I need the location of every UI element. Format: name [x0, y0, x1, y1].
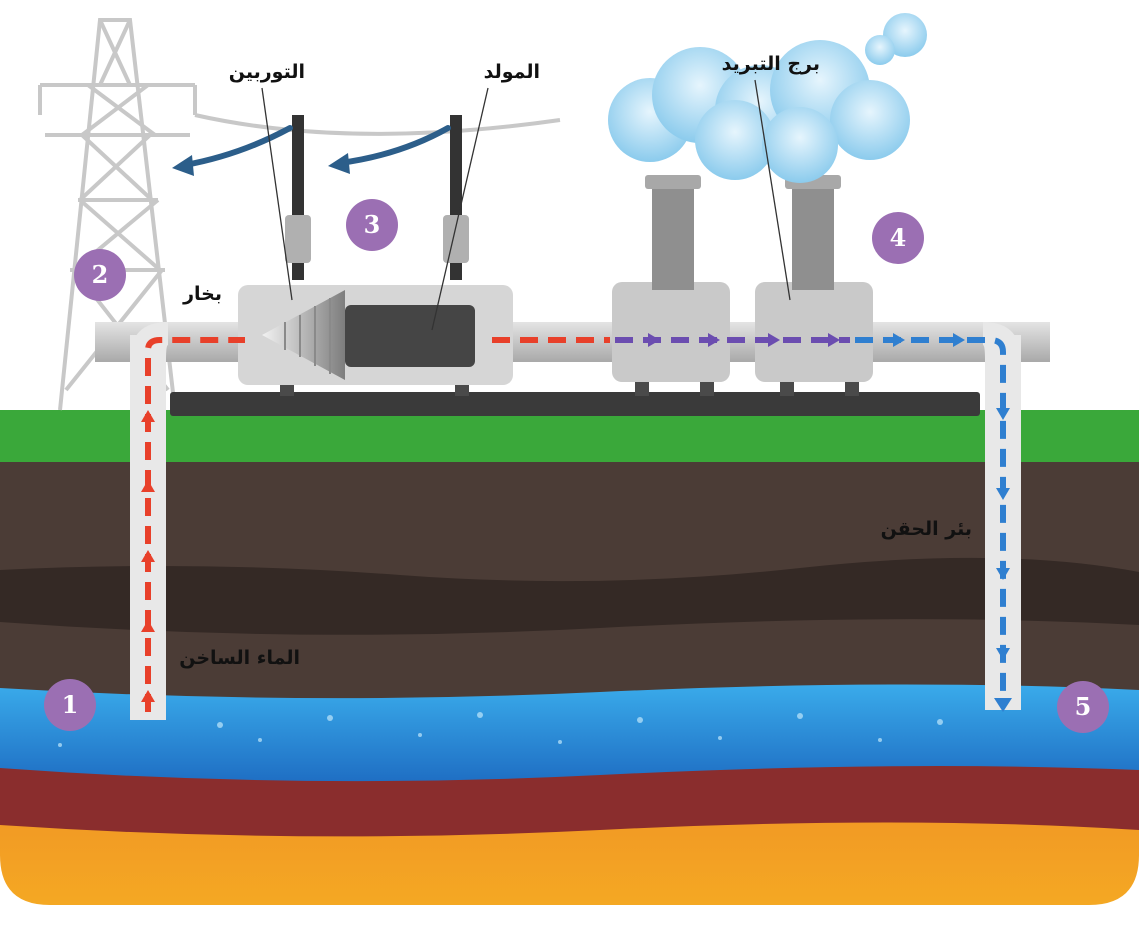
- generator-label: المولد: [484, 61, 540, 83]
- chimney-1: [652, 180, 694, 290]
- plant-platform: [170, 392, 980, 416]
- soil-layer: [0, 450, 1139, 699]
- steam-cloud: [608, 13, 927, 183]
- injection-well-label: بئر الحقن: [881, 518, 972, 540]
- platform-legs: [280, 378, 859, 396]
- hot-flow-arrowheads: [141, 410, 155, 702]
- hot-water-reservoir: [0, 673, 1139, 782]
- turbine: [262, 290, 345, 380]
- step-badge-2: 2: [74, 249, 126, 301]
- chimney-2: [792, 180, 834, 290]
- cooling-towers: [612, 175, 873, 382]
- cooled-flow-arrowheads: [648, 333, 840, 347]
- cooling-unit-2: [755, 282, 873, 382]
- hot-water-label: الماء الساخن: [179, 647, 300, 669]
- power-flow-arrows: [182, 125, 451, 168]
- generator: [345, 305, 475, 367]
- svg-text:4: 4: [890, 223, 907, 252]
- svg-text:1: 1: [62, 690, 79, 719]
- power-arrowheads: [172, 153, 350, 176]
- steam-label: بخار: [182, 283, 222, 305]
- ground-layers: [0, 410, 1139, 905]
- turbine-blades: [284, 298, 331, 374]
- water-bubbles: [58, 712, 943, 747]
- turbine-label: التوربين: [229, 61, 305, 83]
- svg-text:3: 3: [364, 210, 381, 239]
- cooling-tower-label: برج التبريد: [722, 53, 820, 75]
- hot-flow-up: [145, 337, 245, 712]
- svg-text:2: 2: [92, 260, 109, 289]
- cold-flow: [855, 337, 1006, 705]
- step-badge-4: 4: [872, 212, 924, 264]
- soil-dark-band: [0, 557, 1139, 635]
- cooling-unit-1: [612, 282, 730, 382]
- step-badge-3: 3: [346, 199, 398, 251]
- turbine-generator-unit: [238, 115, 513, 385]
- step-badge-1: 1: [44, 679, 96, 731]
- svg-text:5: 5: [1075, 692, 1092, 721]
- grass-strip: [0, 410, 1139, 462]
- step-badge-5: 5: [1057, 681, 1109, 733]
- leader-lines: [261, 79, 791, 331]
- cold-flow-arrowheads: [893, 333, 1012, 712]
